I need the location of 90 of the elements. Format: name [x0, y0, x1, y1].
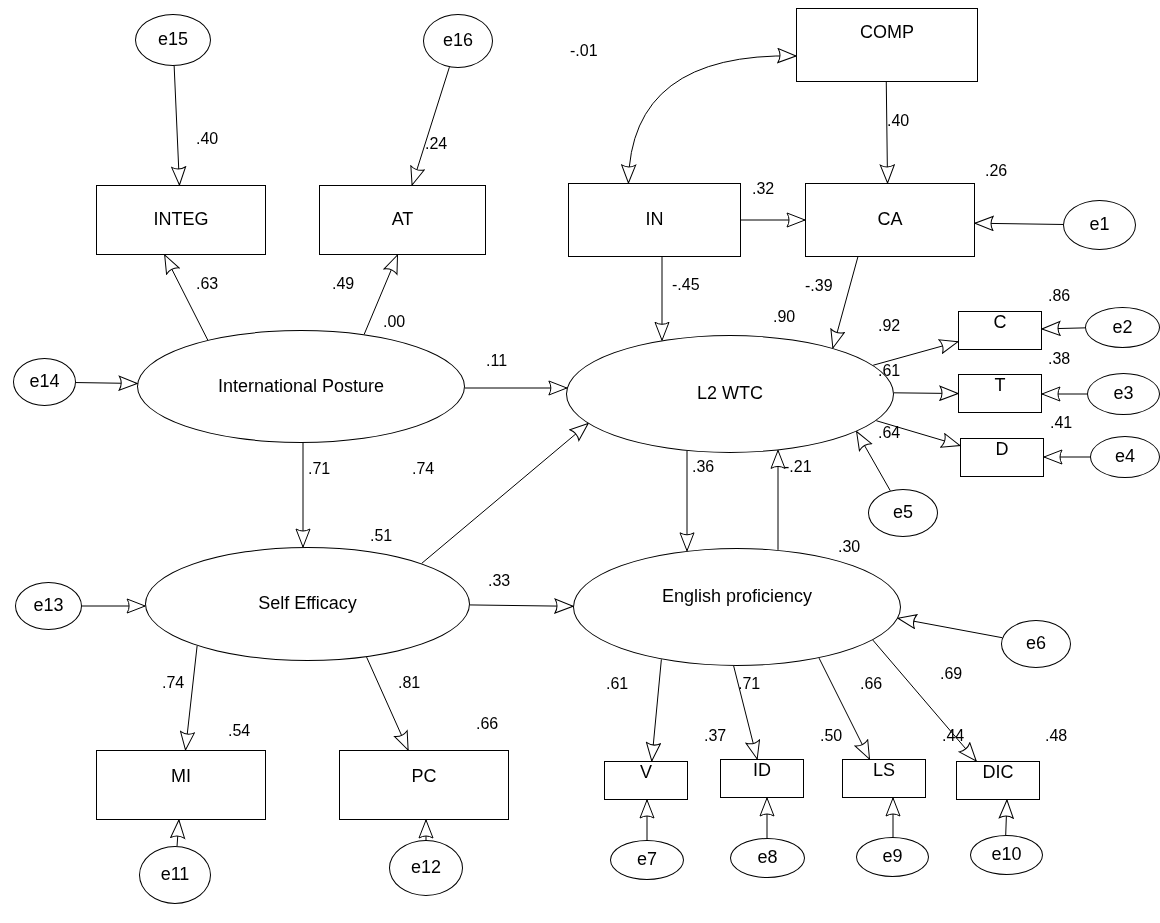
variable-label: L2 WTC: [697, 384, 763, 404]
path-coefficient: .33: [488, 572, 511, 590]
observed-variable-box: [339, 750, 509, 820]
observed-variable-box: [720, 759, 804, 798]
path-coefficient: -.45: [672, 276, 700, 294]
squared-multiple-correlation: .26: [985, 162, 1008, 180]
squared-multiple-correlation: .51: [370, 527, 393, 545]
error-term-ellipse: [1085, 307, 1160, 348]
path-coefficient: .32: [752, 180, 775, 198]
squared-multiple-correlation: .38: [1048, 350, 1071, 368]
squared-multiple-correlation: .40: [196, 130, 219, 148]
squared-multiple-correlation: .44: [942, 727, 965, 745]
path-coefficient: .11: [486, 352, 508, 370]
squared-multiple-correlation: .54: [228, 722, 251, 740]
variable-label: e12: [410, 858, 441, 878]
variable-label: e15: [157, 30, 188, 50]
variable-label: e2: [1112, 317, 1133, 338]
variable-label: e8: [757, 848, 778, 868]
path-coefficient: .61: [606, 675, 629, 693]
variable-label: e11: [160, 865, 190, 885]
squared-multiple-correlation: .30: [838, 538, 861, 556]
variable-label: e4: [1115, 447, 1135, 467]
squared-multiple-correlation: .86: [1048, 287, 1071, 305]
path-coefficient: .81: [398, 674, 421, 692]
variable-label: D: [995, 439, 1009, 460]
path-coefficient: .71: [738, 675, 761, 693]
variable-label: INTEG: [153, 210, 209, 230]
variable-label: e13: [33, 596, 64, 616]
squared-multiple-correlation: .00: [383, 313, 406, 331]
observed-variable-box: [805, 183, 975, 257]
path-coefficient: .74: [162, 674, 185, 692]
path-coefficient: .69: [940, 665, 963, 683]
observed-variable-box: [958, 311, 1042, 350]
observed-variable-box: [796, 8, 978, 82]
path-coefficient: .49: [332, 275, 355, 293]
path-coefficient: .36: [692, 458, 715, 476]
variable-label: e7: [637, 850, 657, 870]
path-coefficient: -.01: [570, 42, 598, 60]
variable-label: e9: [882, 847, 903, 867]
observed-variable-box: [568, 183, 741, 257]
variable-label: MI: [171, 767, 191, 787]
squared-multiple-correlation: .48: [1045, 727, 1068, 745]
variable-label: ID: [753, 760, 771, 781]
path-coefficient: .61: [878, 362, 901, 380]
variable-label: e10: [991, 845, 1022, 865]
path-coefficient: -.39: [805, 277, 833, 295]
variable-label: AT: [391, 210, 414, 230]
observed-variable-box: [956, 761, 1040, 800]
variable-label: PC: [411, 767, 437, 787]
observed-variable-box: [319, 185, 486, 255]
error-term-ellipse: [13, 358, 76, 406]
variable-label: e3: [1113, 384, 1134, 404]
observed-variable-box: [842, 759, 926, 798]
observed-variable-box: [96, 750, 266, 820]
path-coefficient: .74: [412, 460, 435, 478]
observed-variable-box: [96, 185, 266, 255]
path-coefficient: .64: [878, 424, 901, 442]
variable-label: e6: [1026, 634, 1046, 654]
observed-variable-box: [604, 761, 688, 800]
variable-label: V: [640, 762, 652, 783]
variable-label: LS: [873, 760, 895, 781]
path-coefficient: -.21: [784, 458, 812, 476]
variable-label: English proficiency: [661, 587, 813, 607]
variable-label: International Posture: [217, 376, 385, 397]
squared-multiple-correlation: .66: [476, 715, 499, 733]
squared-multiple-correlation: .41: [1050, 414, 1073, 432]
observed-variable-box: [958, 374, 1042, 413]
path-coefficient: .66: [860, 675, 883, 693]
variable-label: COMP: [860, 23, 914, 43]
path-coefficient: .63: [196, 275, 219, 293]
variable-label: e5: [893, 503, 913, 523]
observed-variable-box: [960, 438, 1044, 477]
squared-multiple-correlation: .90: [773, 308, 796, 326]
error-term-ellipse: [1087, 373, 1160, 415]
path-coefficient: .71: [308, 460, 331, 478]
path-coefficient: .40: [887, 112, 910, 130]
squared-multiple-correlation: .24: [425, 135, 448, 153]
variable-label: e1: [1089, 215, 1110, 235]
variable-label: IN: [645, 210, 664, 230]
variable-label: e14: [29, 372, 60, 392]
squared-multiple-correlation: .50: [820, 727, 843, 745]
path-coefficient: .92: [878, 317, 901, 335]
squared-multiple-correlation: .37: [704, 727, 727, 745]
variable-label: CA: [877, 210, 903, 230]
error-term-ellipse: [1090, 436, 1160, 478]
variable-label: DIC: [982, 762, 1014, 783]
variable-label: T: [994, 375, 1006, 396]
variable-label: e16: [442, 31, 473, 51]
variable-label: C: [993, 312, 1007, 333]
variable-label: Self Efficacy: [258, 594, 357, 614]
